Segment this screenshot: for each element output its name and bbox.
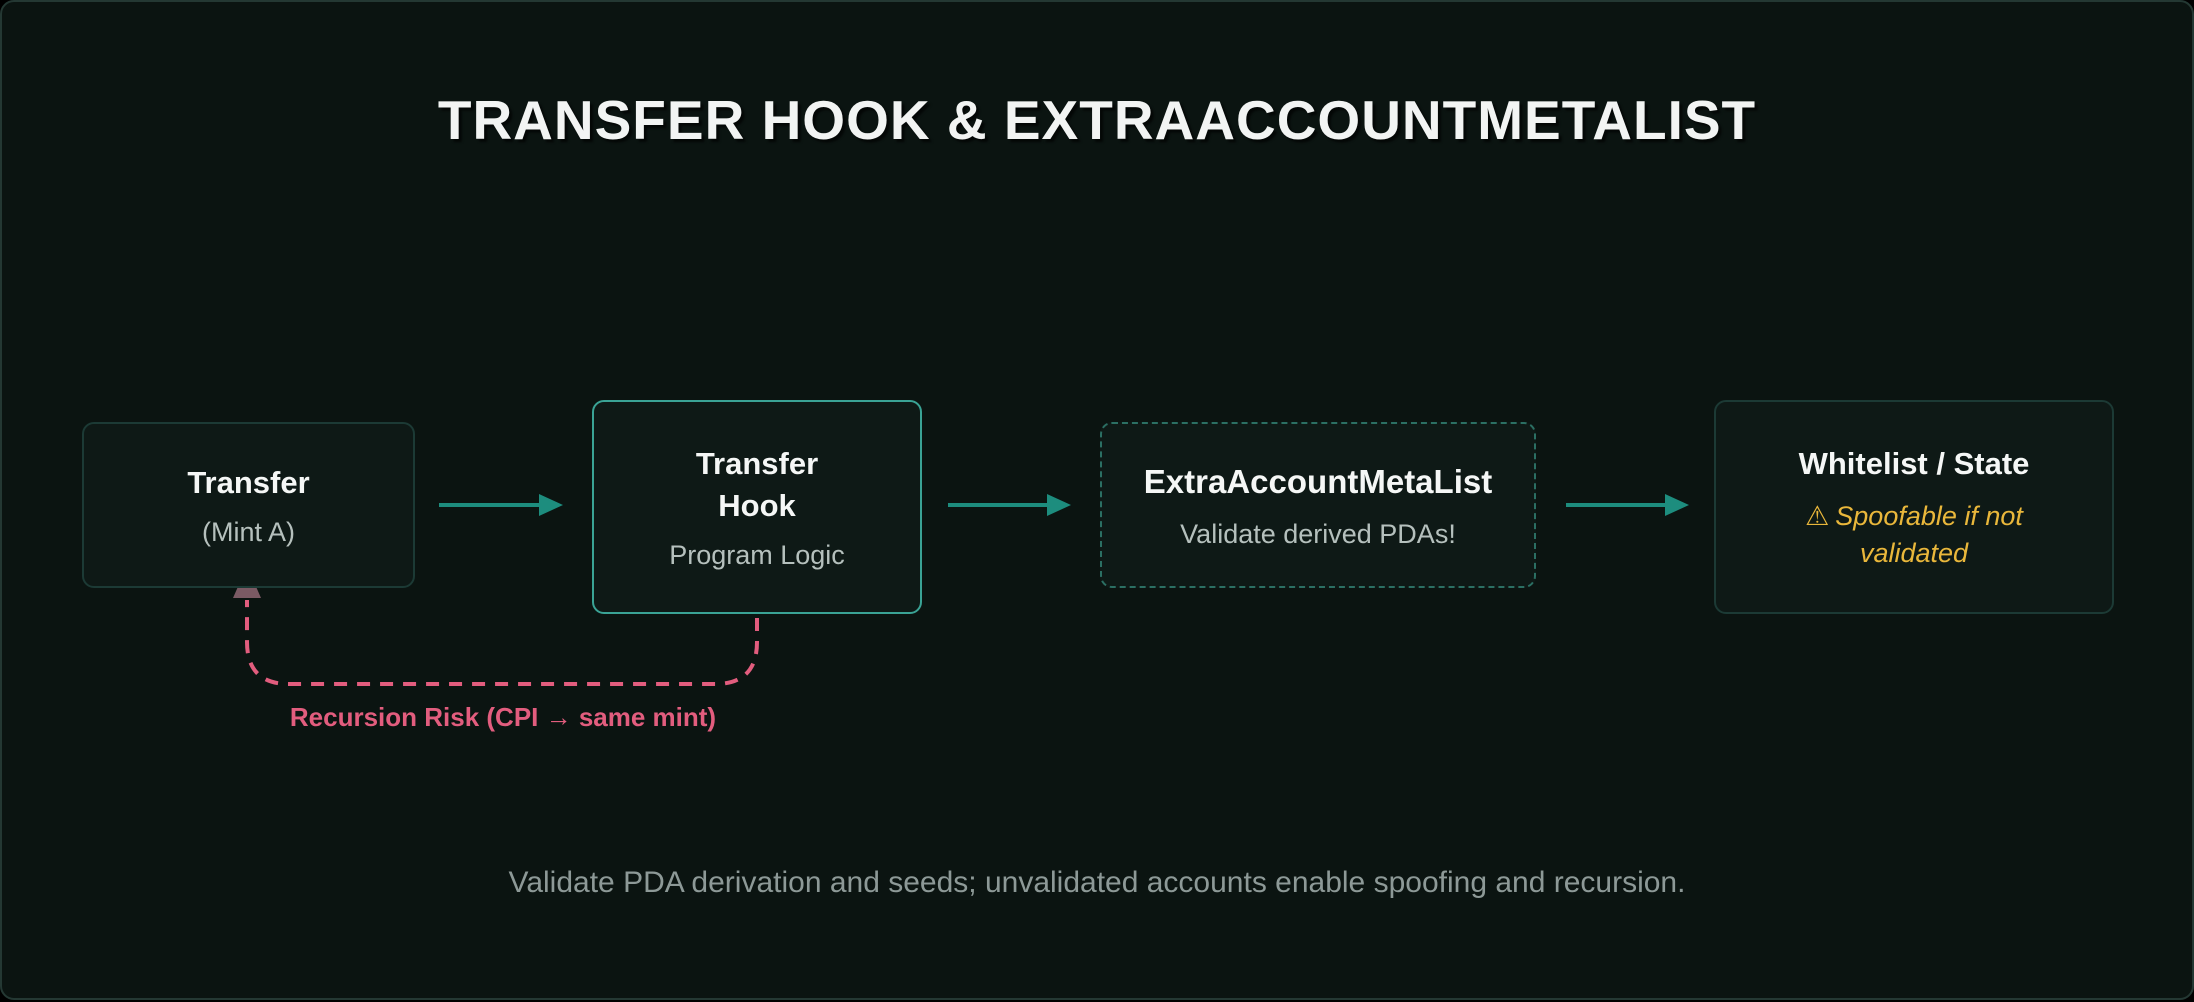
node-transfer-label: Transfer bbox=[187, 464, 310, 500]
node-extra-meta-label: ExtraAccountMetaList bbox=[1143, 463, 1493, 501]
node-transfer-hook-label: Transfer Hook bbox=[695, 445, 819, 523]
node-transfer: Transfer (Mint A) bbox=[82, 422, 415, 588]
node-transfer-hook: Transfer Hook Program Logic bbox=[592, 400, 922, 614]
warning-icon: ⚠ bbox=[1805, 501, 1830, 532]
spoofable-warning: ⚠Spoofable if not validated bbox=[1779, 498, 2049, 571]
node-whitelist-state: Whitelist / State ⚠Spoofable if not vali… bbox=[1714, 400, 2114, 614]
footer-caption: Validate PDA derivation and seeds; unval… bbox=[508, 866, 1686, 899]
diagram-title: TRANSFER HOOK & EXTRAACCOUNTMETALIST bbox=[437, 89, 1757, 151]
warning-text: Spoofable if not validated bbox=[1835, 501, 2023, 568]
node-transfer-sublabel: (Mint A) bbox=[201, 517, 295, 548]
node-extra-account-meta-list: ExtraAccountMetaList Validate derived PD… bbox=[1100, 422, 1536, 588]
node-whitelist-label: Whitelist / State bbox=[1798, 445, 2030, 481]
node-transfer-hook-sublabel: Program Logic bbox=[669, 540, 845, 571]
node-extra-meta-sublabel: Validate derived PDAs! bbox=[1180, 518, 1456, 549]
recursion-risk-label: Recursion Risk (CPI → same mint) bbox=[289, 702, 717, 732]
